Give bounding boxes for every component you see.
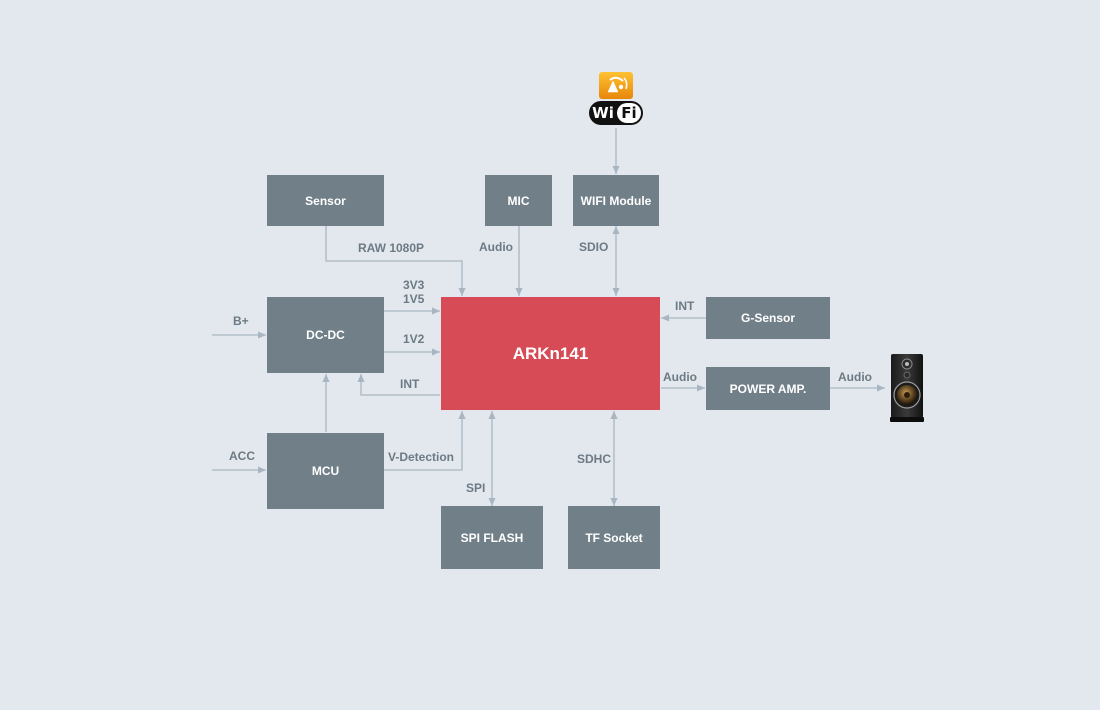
power-amp-block: POWER AMP. — [706, 367, 830, 410]
spi-flash-block: SPI FLASH — [441, 506, 543, 569]
soc-chip: ARKn141 — [441, 297, 660, 410]
sdhc-label: SDHC — [577, 452, 612, 466]
g-sensor-block: G-Sensor — [706, 297, 830, 339]
mcu-block: MCU — [267, 433, 384, 509]
mic-block: MIC — [485, 175, 552, 226]
int-dcdc-label: INT — [400, 377, 420, 391]
sensor-block: Sensor — [267, 175, 384, 226]
speaker-icon — [890, 354, 924, 422]
b-plus-label: B+ — [233, 314, 249, 328]
int-dcdc-line — [357, 374, 440, 396]
v-detection-label: V-Detection — [388, 450, 455, 464]
sensor-raw-line — [325, 226, 466, 296]
amp-audio-in-label: Audio — [663, 370, 697, 384]
wifi-logo-left-text: Wi — [592, 104, 614, 122]
v-detection-line — [384, 411, 466, 471]
3v3-label: 3V3 — [403, 278, 425, 292]
int-gsensor-label: INT — [675, 299, 695, 313]
wifi-logo-right-text: Fi — [621, 104, 636, 122]
1v2-label: 1V2 — [403, 332, 425, 346]
acc-label: ACC — [229, 449, 255, 463]
wifi-logo-icon: Wi Fi — [589, 72, 643, 125]
amp-audio-out-label: Audio — [838, 370, 872, 384]
tf-socket-block: TF Socket — [568, 506, 660, 569]
sdio-label: SDIO — [579, 240, 609, 254]
raw-1080p-label: RAW 1080P — [358, 241, 425, 255]
dcdc-block: DC-DC — [267, 297, 384, 373]
spi-label: SPI — [466, 481, 486, 495]
1v5-label: 1V5 — [403, 292, 425, 306]
wifi-module-block: WIFI Module — [573, 175, 659, 226]
mic-audio-label: Audio — [479, 240, 513, 254]
